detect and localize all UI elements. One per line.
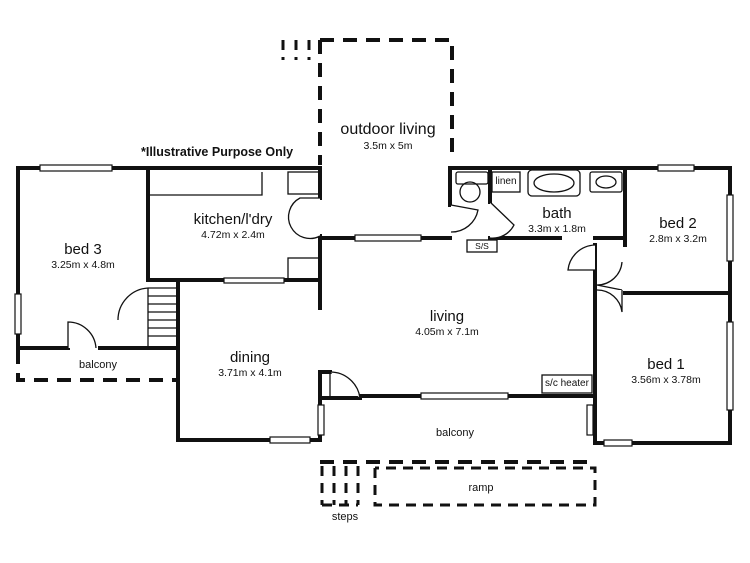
doors bbox=[67, 197, 623, 399]
ramp-label: ramp bbox=[468, 482, 494, 494]
exterior-walls bbox=[16, 166, 732, 445]
fixtures bbox=[148, 169, 623, 394]
room-bath: bath 3.3m x 1.8m bbox=[528, 206, 586, 235]
room-name: kitchen/l'dry bbox=[193, 211, 273, 228]
room-name: bed 3 bbox=[64, 241, 102, 258]
room-dimensions: 4.72m x 2.4m bbox=[201, 229, 265, 241]
room-dimensions: 2.8m x 3.2m bbox=[649, 233, 707, 245]
room-name: bed 2 bbox=[659, 215, 697, 232]
heater-label: s/c heater bbox=[545, 378, 589, 389]
room-name: living bbox=[429, 308, 465, 325]
room-kitchen: kitchen/l'dry 4.72m x 2.4m bbox=[194, 212, 273, 241]
room-bed-2: bed 2 2.8m x 3.2m bbox=[649, 216, 707, 245]
room-dimensions: 4.05m x 7.1m bbox=[415, 326, 479, 338]
room-dimensions: 3.5m x 5m bbox=[363, 140, 413, 152]
room-bed-1: bed 1 3.56m x 3.78m bbox=[631, 357, 700, 386]
windows bbox=[14, 164, 734, 447]
room-dimensions: 3.25m x 4.8m bbox=[51, 259, 115, 271]
room-dimensions: 3.3m x 1.8m bbox=[528, 223, 586, 235]
illustrative-note: *Illustrative Purpose Only bbox=[141, 145, 294, 159]
room-dimensions: 3.71m x 4.1m bbox=[218, 367, 282, 379]
balcony-left-label: balcony bbox=[79, 359, 117, 371]
dashed-outlines bbox=[16, 38, 597, 507]
room-living: living 4.05m x 7.1m bbox=[415, 309, 479, 338]
balcony-front-label: balcony bbox=[436, 427, 474, 439]
ss-label: S/S bbox=[475, 241, 489, 251]
steps-label: steps bbox=[331, 511, 359, 523]
room-name: dining bbox=[229, 349, 271, 366]
room-bed-3: bed 3 3.25m x 4.8m bbox=[51, 242, 115, 271]
stairs bbox=[117, 287, 178, 348]
linen-label: linen bbox=[495, 176, 517, 187]
room-name: outdoor living bbox=[340, 121, 436, 138]
room-dimensions: 3.56m x 3.78m bbox=[631, 374, 701, 386]
room-name: bath bbox=[542, 205, 572, 222]
room-outdoor-living: outdoor living 3.5m x 5m bbox=[340, 122, 435, 152]
room-dining: dining 3.71m x 4.1m bbox=[218, 350, 282, 379]
room-name: bed 1 bbox=[647, 356, 685, 373]
